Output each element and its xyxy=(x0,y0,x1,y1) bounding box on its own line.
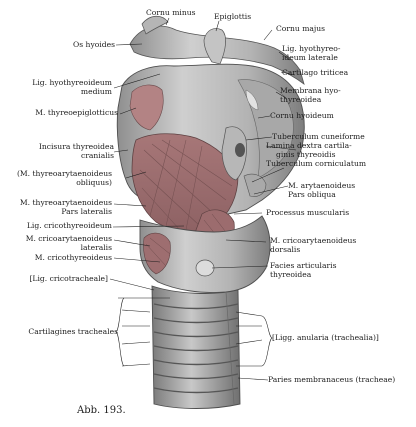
label-cartilagines-tracheales: Cartilagines tracheales xyxy=(28,327,118,336)
label-m-thyreoepiglotticus: M. thyreoepiglotticus xyxy=(35,108,118,117)
label-m-arytaenoideus-1: M. arytaenoideus xyxy=(288,181,356,190)
label-lamina-dextra-1: Lamina dextra cartila- xyxy=(266,141,352,150)
label-facies-articularis-1: Facies articularis xyxy=(270,261,337,270)
epiglottis-shape xyxy=(203,28,226,65)
thyreoepiglottic-muscle xyxy=(129,84,164,131)
label-lig-hyothyreoideum-laterale-2: ideum laterale xyxy=(282,53,338,62)
label-lig-hyothyreoideum-medium-1: Lig. hyothyreoideum xyxy=(32,78,112,87)
label-m-cricoarytaenoideus-dorsalis-2: dorsalis xyxy=(270,245,301,254)
label-ligg-anularia: [Ligg. anularia (trachealia)] xyxy=(272,333,379,342)
trachea xyxy=(151,285,241,409)
label-incisura-2: cranialis xyxy=(80,151,114,160)
label-membrana-hyothyreoidea-1: Membrana hyo- xyxy=(280,86,341,95)
leader-lines xyxy=(109,17,297,381)
label-m-thyreoarytaenoideus-lateralis-2: Pars lateralis xyxy=(61,207,112,216)
label-paries-membranaceus: Paries membranaceus (tracheae) xyxy=(268,375,396,384)
label-m-thyreoarytaenoideus-lateralis-1: M. thyreoarytaenoideus xyxy=(19,198,112,207)
label-os-hyoides: Os hyoides xyxy=(73,40,115,49)
label-m-thyreoarytaenoideus-obliquus-1: (M. thyreoarytaenoideus xyxy=(16,169,112,178)
label-cornu-hyoideum: Cornu hyoideum xyxy=(270,111,334,120)
cricoid-cartilage xyxy=(139,215,271,293)
arytenoid-region xyxy=(221,126,267,197)
label-m-cricoarytaenoideus-lateralis-1: M. cricoarytaenoideus xyxy=(25,234,112,243)
label-m-cricoarytaenoideus-dorsalis-1: M. cricoarytaenoideus xyxy=(270,236,357,245)
label-m-thyreoarytaenoideus-obliquus-2: obliquus) xyxy=(76,178,112,187)
label-m-arytaenoideus-2: Pars obliqua xyxy=(288,190,336,199)
label-facies-articularis-2: thyreoidea xyxy=(270,270,312,279)
label-lig-cricotracheale: [Lig. cricotracheale] xyxy=(29,274,108,283)
label-lamina-dextra-2: ginis thyreoidis xyxy=(276,150,336,159)
label-processus-muscularis: Processus muscularis xyxy=(266,208,350,217)
label-lig-cricothyreoideum: Lig. cricothyreoideum xyxy=(26,221,112,230)
label-lig-hyothyreoideum-medium-2: medium xyxy=(80,87,112,96)
figure-number: Abb. 193. xyxy=(77,405,126,416)
label-cornu-minus: Cornu minus xyxy=(146,8,196,17)
label-m-cricoarytaenoideus-lateralis-2: lateralis xyxy=(80,243,112,252)
label-membrana-hyothyreoidea-2: thyreoidea xyxy=(280,95,322,104)
label-incisura-1: Incisura thyreoidea xyxy=(38,142,114,151)
label-tuberculum-corniculatum: Tuberculum corniculatum xyxy=(266,159,367,168)
label-cornu-majus: Cornu majus xyxy=(276,24,326,33)
label-epiglottis: Epiglottis xyxy=(214,12,252,21)
label-cartilago-triticea: Cartilago triticea xyxy=(282,68,349,77)
label-lig-hyothyreoideum-laterale-1: Lig. hyothyreo- xyxy=(282,44,341,53)
label-tuberculum-cuneiforme: Tuberculum cuneiforme xyxy=(272,132,365,141)
label-m-cricothyreoideus: M. cricothyreoideus xyxy=(34,253,112,262)
